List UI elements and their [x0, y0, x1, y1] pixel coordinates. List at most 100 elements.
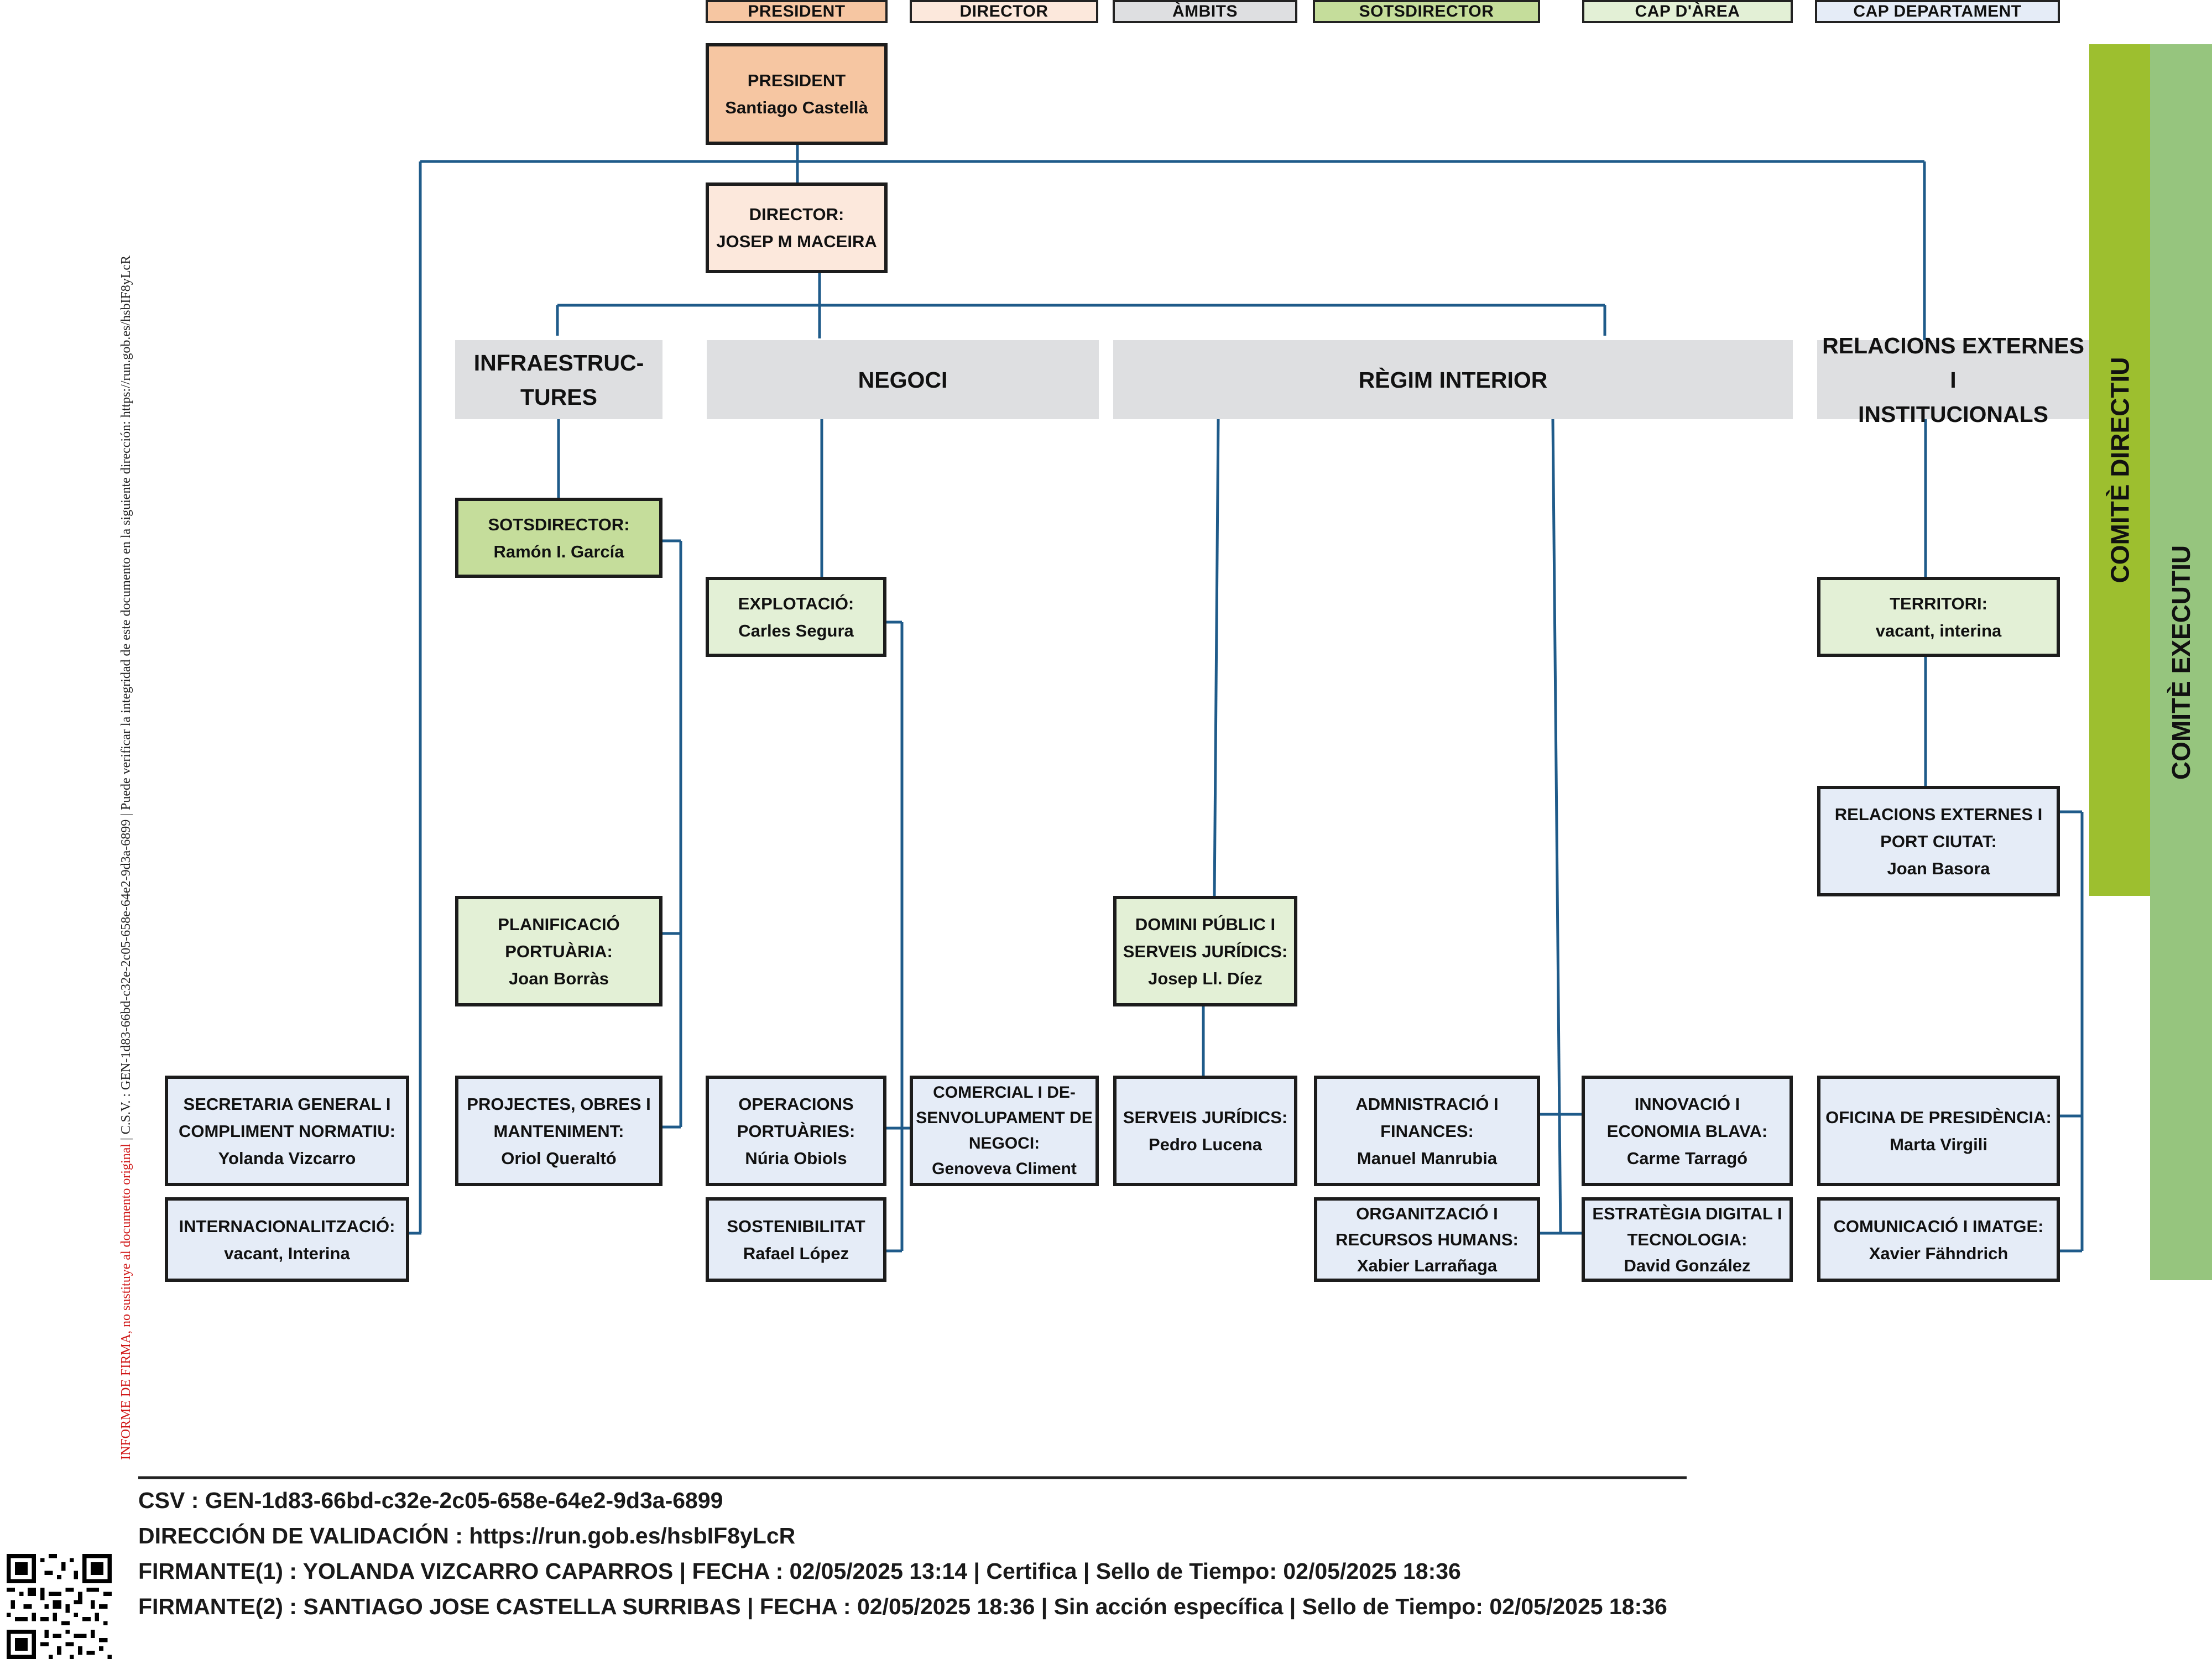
box-line: Yolanda Vizcarro: [218, 1148, 356, 1168]
box-line: COMUNICACIÓ I IMATGE:: [1833, 1216, 2044, 1236]
legend-sotsdirector: SOTSDIRECTOR: [1313, 0, 1540, 23]
box-line: PROJECTES, OBRES I: [467, 1094, 651, 1114]
box-line: vacant, interina: [1875, 620, 2002, 640]
box-line: ESTRATÈGIA DIGITAL I: [1592, 1204, 1782, 1223]
legend-cap-departament: CAP DEPARTAMENT: [1815, 0, 2060, 23]
box-line: Rafael López: [743, 1243, 849, 1263]
box-line: COMERCIAL I DE-: [933, 1083, 1076, 1102]
box-line: PORT CIUTAT:: [1880, 831, 1997, 851]
box-line: INTERNACIONALITZACIÓ:: [179, 1216, 395, 1236]
sostenibilitat-box: SOSTENIBILITAT Rafael López: [706, 1197, 886, 1282]
ambit-regim-interior: RÈGIM INTERIOR: [1113, 340, 1793, 419]
innovacio-box: INNOVACIÓ I ECONOMIA BLAVA: Carme Tarrag…: [1582, 1076, 1793, 1186]
box-line: Xavier Fähndrich: [1869, 1243, 2008, 1263]
box-line: Núria Obiols: [745, 1148, 847, 1168]
box-line: INNOVACIÓ I: [1634, 1094, 1740, 1114]
box-line: TERRITORI:: [1890, 593, 1987, 613]
comite-directiu-label: COMITÈ DIRECTIU: [2105, 357, 2135, 583]
ambit-infraestructures: INFRAESTRUC- TURES: [455, 340, 662, 419]
explotacio-box: EXPLOTACIÓ: Carles Segura: [706, 577, 886, 657]
director-name: JOSEP M MACEIRA: [716, 232, 877, 251]
qr-code-icon: [7, 1554, 112, 1659]
ambit-relacions-line2: INSTITUCIONALS: [1858, 401, 2048, 427]
box-line: Xabier Larrañaga: [1357, 1256, 1498, 1275]
president-title: PRESIDENT: [747, 71, 846, 90]
box-line: SOTSDIRECTOR:: [488, 514, 630, 534]
internacionalitzacio-box: INTERNACIONALITZACIÓ: vacant, Interina: [165, 1197, 409, 1282]
box-line: Oriol Queraltó: [501, 1148, 617, 1168]
box-line: PORTUÀRIA:: [505, 941, 613, 961]
box-line: SERVEIS JURÍDICS:: [1123, 1108, 1288, 1127]
box-line: ADMNISTRACIÓ I: [1355, 1094, 1499, 1114]
ambit-negoci: NEGOCI: [707, 340, 1099, 419]
ambit-infraestructures-line1: INFRAESTRUC-: [473, 350, 644, 375]
ambit-relacions-line1: RELACIONS EXTERNES I: [1822, 332, 2084, 393]
legend-president: PRESIDENT: [706, 0, 888, 23]
box-line: Joan Borràs: [509, 968, 609, 988]
footer-csv: CSV : GEN-1d83-66bd-c32e-2c05-658e-64e2-…: [138, 1488, 723, 1513]
box-line: SERVEIS JURÍDICS:: [1123, 941, 1288, 961]
planificacio-box: PLANIFICACIÓ PORTUÀRIA: Joan Borràs: [455, 896, 662, 1006]
box-line: RECURSOS HUMANS:: [1335, 1230, 1519, 1249]
president-box: PRESIDENT Santiago Castellà: [706, 43, 888, 145]
box-line: PLANIFICACIÓ: [498, 914, 620, 934]
box-line: Genoveva Climent: [932, 1160, 1077, 1178]
box-line: MANTENIMENT:: [493, 1121, 624, 1141]
box-line: Carles Segura: [738, 620, 854, 640]
box-line: COMPLIMENT NORMATIU:: [178, 1121, 396, 1141]
president-name: Santiago Castellà: [725, 98, 868, 117]
box-line: TECNOLOGIA:: [1627, 1230, 1747, 1249]
box-line: David González: [1624, 1256, 1751, 1275]
side-verification-note: INFORME DE FIRMA, no sustituye al docume…: [119, 255, 134, 1460]
legend-ambits: ÀMBITS: [1113, 0, 1297, 23]
box-line: ORGANITZACIÓ I: [1356, 1204, 1498, 1223]
box-line: NEGOCI:: [968, 1134, 1040, 1152]
sotsdirector-box: SOTSDIRECTOR: Ramón I. García: [455, 498, 662, 578]
footer-firmante1: FIRMANTE(1) : YOLANDA VIZCARRO CAPARROS …: [138, 1558, 1461, 1584]
legend-director: DIRECTOR: [910, 0, 1098, 23]
box-line: SECRETARIA GENERAL I: [183, 1094, 391, 1114]
serveis-juridics-box: SERVEIS JURÍDICS: Pedro Lucena: [1113, 1076, 1297, 1186]
comite-directiu-band: COMITÈ DIRECTIU: [2089, 44, 2150, 896]
ambit-relacions-externes: RELACIONS EXTERNES I INSTITUCIONALS: [1817, 333, 2089, 427]
box-line: Pedro Lucena: [1149, 1135, 1262, 1154]
oficina-presidencia-box: OFICINA DE PRESIDÈNCIA: Marta Virgili: [1817, 1076, 2060, 1186]
projectes-obres-box: PROJECTES, OBRES I MANTENIMENT: Oriol Qu…: [455, 1076, 662, 1186]
box-line: SENVOLUPAMENT DE: [916, 1109, 1093, 1127]
comunicacio-imatge-box: COMUNICACIÓ I IMATGE: Xavier Fähndrich: [1817, 1197, 2060, 1282]
comite-executiu-band: COMITÈ EXECUTIU: [2150, 44, 2212, 1280]
administracio-finances-box: ADMNISTRACIÓ I FINANCES: Manuel Manrubia: [1314, 1076, 1540, 1186]
legend-cap-area: CAP D'ÀREA: [1582, 0, 1793, 23]
box-line: RELACIONS EXTERNES I: [1834, 804, 2043, 824]
footer-direccion[interactable]: DIRECCIÓN DE VALIDACIÓN : https://run.go…: [138, 1523, 796, 1548]
box-line: DOMINI PÚBLIC I: [1135, 914, 1276, 934]
ambit-infraestructures-line2: TURES: [520, 384, 597, 410]
box-line: PORTUÀRIES:: [737, 1121, 855, 1141]
estrategia-digital-box: ESTRATÈGIA DIGITAL I TECNOLOGIA: David G…: [1582, 1197, 1793, 1282]
comite-executiu-label: COMITÈ EXECUTIU: [2167, 545, 2195, 780]
director-title: DIRECTOR:: [749, 205, 844, 224]
box-line: FINANCES:: [1380, 1121, 1474, 1141]
director-box: DIRECTOR: JOSEP M MACEIRA: [706, 182, 888, 273]
territori-box: TERRITORI: vacant, interina: [1817, 577, 2060, 657]
box-line: vacant, Interina: [224, 1243, 350, 1263]
relacions-port-ciutat-box: RELACIONS EXTERNES I PORT CIUTAT: Joan B…: [1817, 786, 2060, 896]
box-line: Carme Tarragó: [1626, 1148, 1748, 1168]
box-line: Josep Ll. Díez: [1148, 968, 1262, 988]
secretaria-general-box: SECRETARIA GENERAL I COMPLIMENT NORMATIU…: [165, 1076, 409, 1186]
box-line: Manuel Manrubia: [1357, 1148, 1498, 1168]
box-line: Marta Virgili: [1890, 1135, 1987, 1154]
comercial-box: COMERCIAL I DE- SENVOLUPAMENT DE NEGOCI:…: [910, 1076, 1099, 1186]
box-line: SOSTENIBILITAT: [727, 1216, 865, 1236]
box-line: OPERACIONS: [738, 1094, 854, 1114]
box-line: EXPLOTACIÓ:: [738, 593, 854, 613]
box-line: Joan Basora: [1887, 858, 1990, 878]
footer-firmante2: FIRMANTE(2) : SANTIAGO JOSE CASTELLA SUR…: [138, 1594, 1667, 1619]
side-note-rest: | C.S.V. : GEN-1d83-66bd-c32e-2c05-658e-…: [119, 255, 133, 1144]
side-note-red: INFORME DE FIRMA, no sustituye al docume…: [119, 1144, 133, 1460]
domini-public-box: DOMINI PÚBLIC I SERVEIS JURÍDICS: Josep …: [1113, 896, 1297, 1006]
box-line: OFICINA DE PRESIDÈNCIA:: [1825, 1108, 2052, 1127]
operacions-portuaries-box: OPERACIONS PORTUÀRIES: Núria Obiols: [706, 1076, 886, 1186]
organitzacio-rrhh-box: ORGANITZACIÓ I RECURSOS HUMANS: Xabier L…: [1314, 1197, 1540, 1282]
